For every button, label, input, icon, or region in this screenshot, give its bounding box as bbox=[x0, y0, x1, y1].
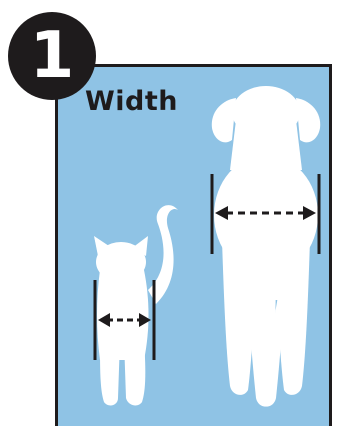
dog-silhouette bbox=[212, 86, 320, 407]
cat-silhouette bbox=[94, 205, 178, 405]
